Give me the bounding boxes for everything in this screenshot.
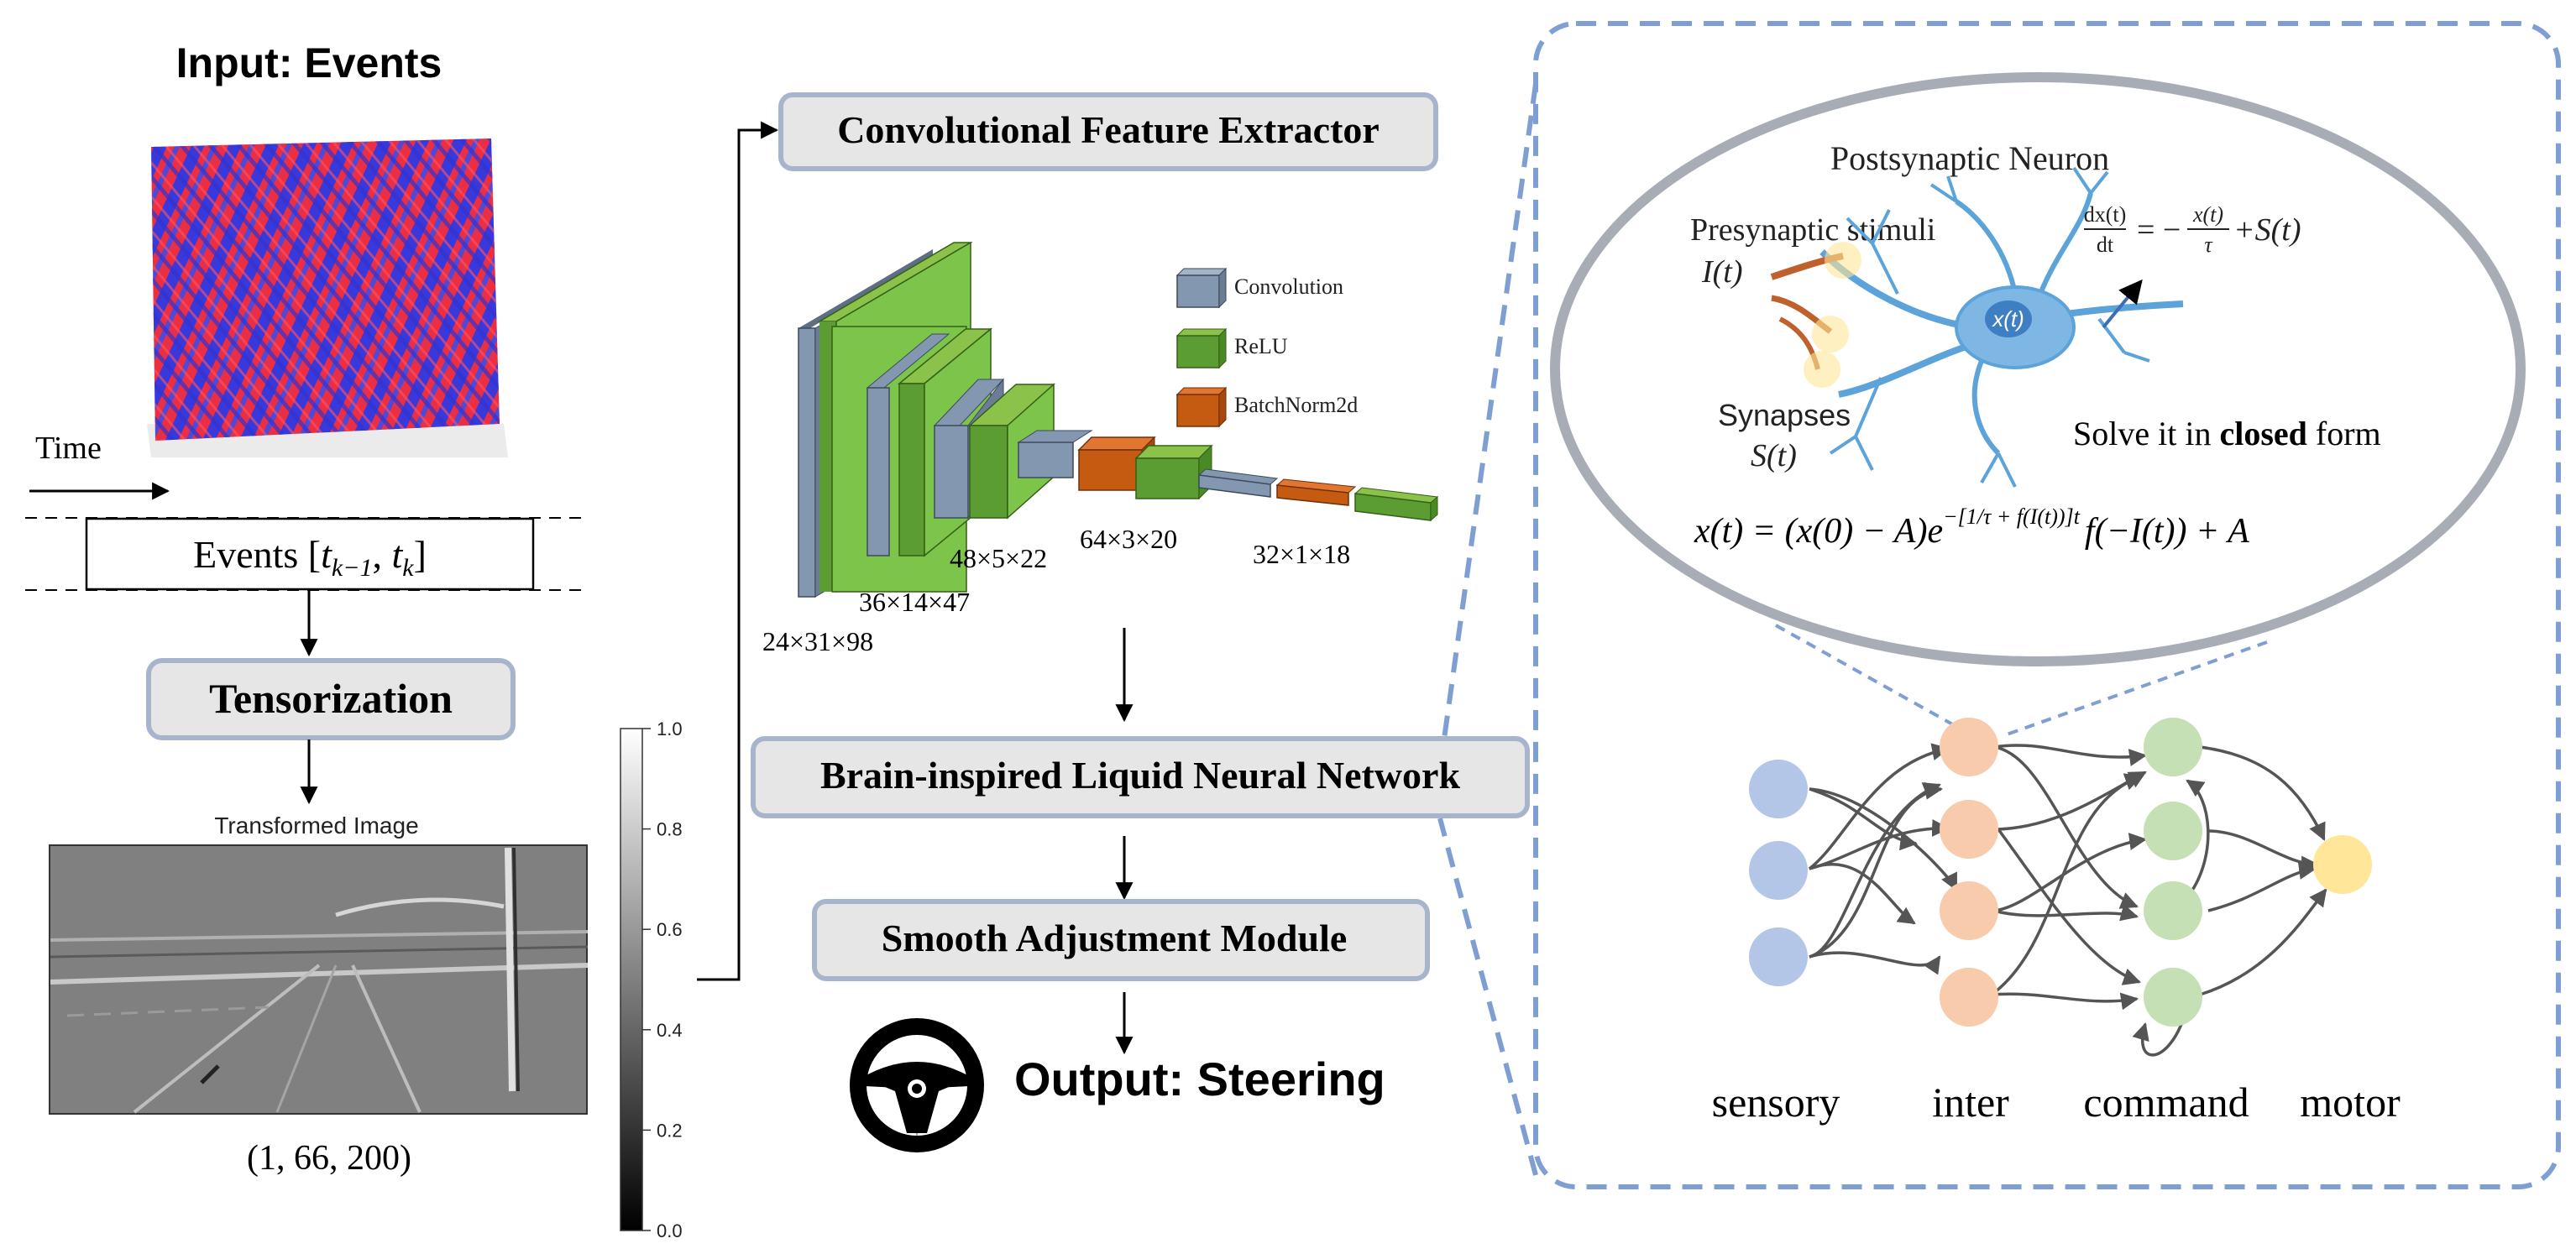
neuron-illustration: x(t) <box>1770 166 2184 488</box>
motor-node <box>2313 835 2372 894</box>
event-cloud-image <box>147 138 508 457</box>
ncp-network: sensory inter command motor <box>1712 718 2401 1126</box>
zoom-ellipse-left <box>1775 624 1964 732</box>
events-label: Events [tk−1, tk] <box>193 533 427 582</box>
legend-relu: ReLU <box>1175 327 1288 369</box>
svg-text:dx(t): dx(t) <box>2084 202 2127 227</box>
legend-batchnorm: BatchNorm2d <box>1175 386 1358 428</box>
cnn-block-3 <box>933 378 1055 520</box>
solve-closed-form-label: Solve it in closed form <box>2073 415 2381 452</box>
smooth-box <box>812 899 1430 981</box>
svg-text:ReLU: ReLU <box>1234 334 1288 358</box>
time-label: Time <box>35 431 102 466</box>
tensorization-label: Tensorization <box>209 675 453 722</box>
cnn-title-box <box>778 92 1438 171</box>
zoom-line-bottom <box>1437 818 1538 1176</box>
steering-wheel-icon <box>850 1018 984 1152</box>
inter-node-2 <box>1940 800 1998 859</box>
svg-text:dt: dt <box>2097 233 2114 257</box>
lnn-box <box>751 736 1530 818</box>
sensory-node-3 <box>1749 927 1808 986</box>
ode-equation: dx(t) dt = − x(t) τ +S(t) <box>2084 202 2301 257</box>
colorbar-tick-label: 0.6 <box>657 919 683 940</box>
cnn-legend: Convolution ReLU BatchNorm2d <box>1175 267 1358 428</box>
state-variable: x(t) <box>1991 306 2024 332</box>
transformed-image-title: Transformed Image <box>214 812 418 839</box>
colorbar-tick-label: 1.0 <box>657 718 683 739</box>
ncp-edges <box>1808 743 2327 1057</box>
svg-text:+S(t): +S(t) <box>2233 212 2301 248</box>
layer-label-sensory: sensory <box>1712 1079 1840 1126</box>
smooth-label: Smooth Adjustment Module <box>882 917 1348 959</box>
command-node-4 <box>2144 968 2202 1027</box>
layer-label-motor: motor <box>2300 1079 2401 1126</box>
inter-node-1 <box>1940 718 1998 776</box>
transformed-image-shape: (1, 66, 200) <box>247 1139 411 1178</box>
colorbar-tick-label: 0.0 <box>657 1220 683 1241</box>
transformed-image <box>49 844 589 1115</box>
cnn-dim-4: 64×3×20 <box>1080 524 1177 554</box>
command-node-3 <box>2144 881 2202 940</box>
presynaptic-label: Presynaptic stimuli <box>1690 212 1935 248</box>
synapses-label: Synapses <box>1718 398 1851 432</box>
zoom-ellipse-right <box>2006 640 2268 736</box>
cnn-architecture: Convolution ReLU BatchNorm2d 24×31×98 36… <box>762 241 1439 656</box>
arrow-image-to-cnn <box>697 121 779 981</box>
svg-text:= −: = − <box>2137 212 2181 248</box>
svg-text:BatchNorm2d: BatchNorm2d <box>1234 393 1358 417</box>
colorbar: 1.0 0.8 0.6 0.4 0.2 0.0 <box>620 718 683 1241</box>
cnn-block-4 <box>1017 430 1213 500</box>
postsynaptic-label: Postsynaptic Neuron <box>1830 139 2109 177</box>
neuron-ellipse <box>1550 72 2526 666</box>
cnn-dim-5: 32×1×18 <box>1253 539 1350 569</box>
sensory-node-2 <box>1749 841 1808 900</box>
liquid-network-panel <box>1533 21 2561 1189</box>
legend-convolution: Convolution <box>1175 267 1343 309</box>
synapse-variable: S(t) <box>1751 438 1797 473</box>
layer-label-inter: inter <box>1932 1079 2009 1126</box>
command-node-1 <box>2144 718 2202 776</box>
svg-text:τ: τ <box>2204 233 2213 257</box>
inter-node-4 <box>1940 968 1998 1027</box>
zoom-line-top <box>1442 83 1538 739</box>
output-label: Output: Steering <box>1014 1053 1385 1105</box>
command-node-2 <box>2144 802 2202 860</box>
cnn-dim-3: 48×5×22 <box>950 543 1047 573</box>
tensorization-box <box>146 658 516 740</box>
inter-node-3 <box>1940 881 1998 940</box>
colorbar-tick-label: 0.8 <box>657 819 683 840</box>
svg-text:x(t): x(t) <box>2192 202 2223 227</box>
cnn-dim-2: 36×14×47 <box>859 587 970 617</box>
input-title: Input: Events <box>176 39 442 86</box>
cnn-title: Convolutional Feature Extractor <box>837 108 1380 151</box>
ncp-nodes <box>1749 718 2372 1027</box>
events-box <box>85 517 535 591</box>
layer-label-command: command <box>2083 1079 2249 1126</box>
cnn-dim-1: 24×31×98 <box>762 626 873 656</box>
lnn-label: Brain-inspired Liquid Neural Network <box>820 754 1460 797</box>
colorbar-tick-label: 0.4 <box>657 1020 683 1041</box>
colorbar-tick-label: 0.2 <box>657 1120 683 1141</box>
svg-text:Convolution: Convolution <box>1234 274 1343 299</box>
input-variable: I(t) <box>1701 254 1743 290</box>
cnn-block-5 <box>1197 468 1439 522</box>
sensory-node-1 <box>1749 760 1808 818</box>
